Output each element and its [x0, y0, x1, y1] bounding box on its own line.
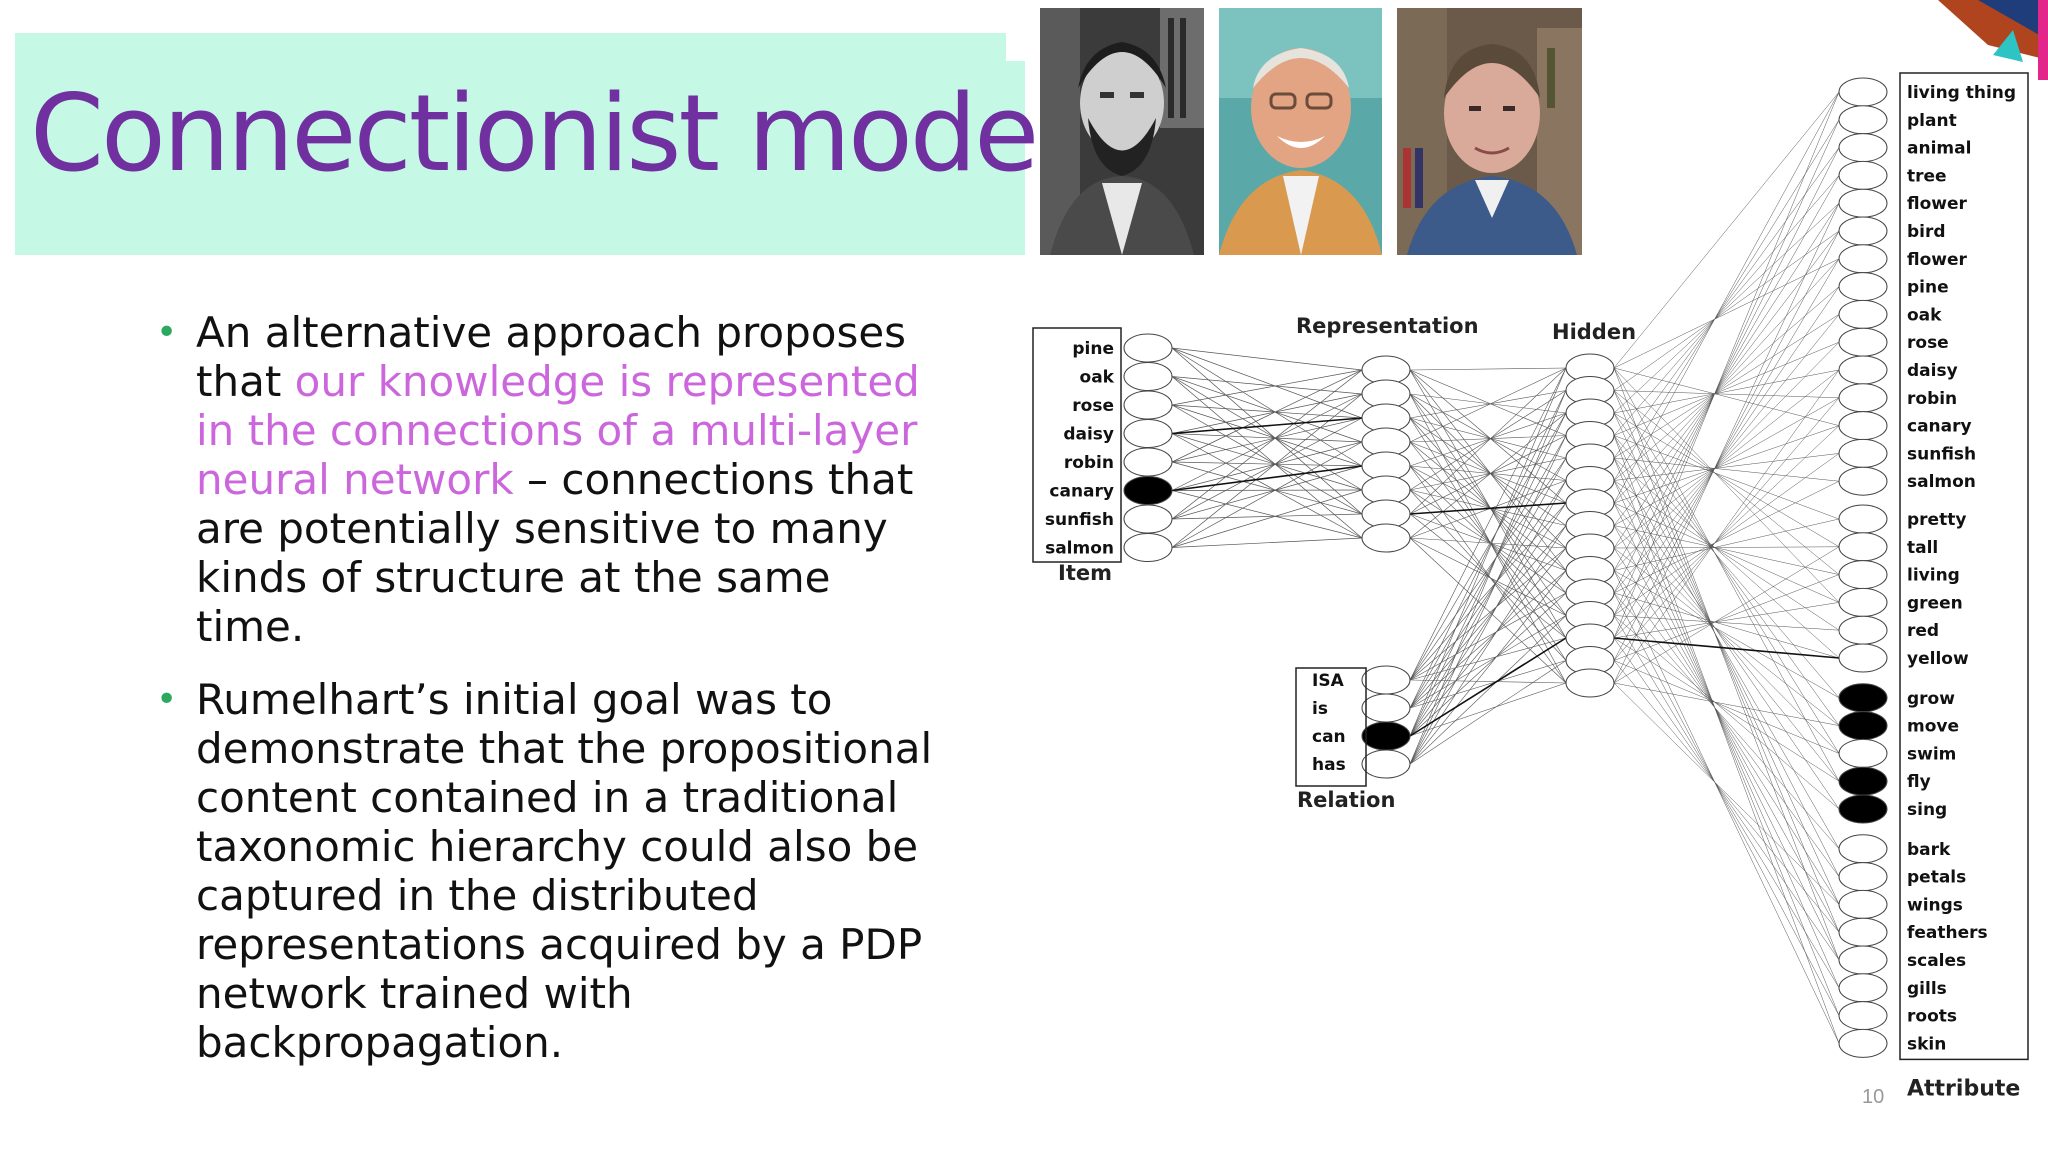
bullet-text: Rumelhart’s initial goal was to demonstr… — [196, 675, 933, 1067]
attribute-unit-label: robin — [1907, 389, 1957, 409]
item-unit-label: oak — [1080, 368, 1115, 388]
attribute-layer-title: Attribute — [1907, 1076, 2020, 1101]
attribute-unit-label: oak — [1907, 305, 1942, 325]
network-labels: pine oak rose daisy robin canary sunfish salmon… — [1032, 72, 2029, 1101]
attribute-unit-label: sing — [1907, 800, 1947, 820]
attribute-unit-label: red — [1907, 621, 1939, 641]
bullet-dot: • — [156, 312, 178, 353]
attribute-unit-label: flower — [1907, 250, 1968, 270]
attribute-unit-label: rose — [1907, 333, 1949, 353]
item-unit-label: robin — [1064, 453, 1114, 473]
item-unit-label: canary — [1049, 482, 1114, 502]
hidden-layer-title: Hidden — [1552, 320, 1636, 344]
attribute-unit-label: roots — [1907, 1007, 1957, 1027]
relation-unit-label: can — [1312, 727, 1346, 747]
attribute-unit-label: living thing — [1907, 83, 2016, 103]
network-diagram: pine oak rose daisy robin canary sunfish salmon… — [1032, 72, 2029, 1101]
attribute-unit-label: swim — [1907, 744, 1956, 764]
item-unit-label: rose — [1072, 396, 1114, 416]
attribute-unit-label: scales — [1907, 951, 1966, 971]
relation-unit-label: ISA — [1312, 671, 1345, 691]
relation-layer-title: Relation — [1297, 788, 1395, 812]
item-unit-label: pine — [1072, 339, 1114, 359]
attribute-unit-label: flower — [1907, 194, 1968, 214]
attribute-unit-label: skin — [1907, 1034, 1946, 1054]
bullet-list: • An alternative approach proposes that … — [150, 308, 940, 1091]
attribute-unit-label: tall — [1907, 538, 1938, 558]
attribute-unit-label: animal — [1907, 139, 1971, 159]
attribute-unit-label: daisy — [1907, 361, 1958, 381]
attribute-unit-label: living — [1907, 566, 1960, 586]
attribute-unit-label: gills — [1907, 979, 1947, 999]
attribute-unit-label: tree — [1907, 166, 1947, 186]
attribute-unit-label: salmon — [1907, 472, 1976, 492]
title-banner-notch — [1006, 33, 1028, 61]
bullet-item: • An alternative approach proposes that … — [150, 308, 940, 651]
item-unit-label: sunfish — [1045, 510, 1114, 530]
item-layer-title: Item — [1058, 561, 1112, 585]
attribute-unit-label: feathers — [1907, 923, 1988, 943]
network-units — [1123, 77, 1888, 1058]
attribute-unit-label: canary — [1907, 417, 1972, 437]
attribute-unit-label: petals — [1907, 868, 1966, 888]
attribute-unit-label: sunfish — [1907, 444, 1976, 464]
attribute-unit-label: pine — [1907, 278, 1949, 298]
attribute-unit-label: fly — [1907, 772, 1931, 792]
relation-unit-label: is — [1312, 699, 1328, 719]
item-unit-label: salmon — [1045, 539, 1114, 559]
bullet-text: – connections that are potentially sensi… — [196, 455, 914, 651]
attribute-unit-label: green — [1907, 593, 1963, 613]
attribute-unit-label: plant — [1907, 111, 1957, 131]
relation-unit-label: has — [1312, 755, 1346, 775]
corner-decoration — [1938, 0, 2048, 80]
attribute-unit-label: move — [1907, 717, 1959, 737]
highlighted-text: our knowledge is represented in the conn… — [196, 357, 920, 504]
attribute-unit-label: pretty — [1907, 510, 1966, 530]
bullet-text: An alternative approach proposes that — [196, 308, 907, 406]
bullet-item: • Rumelhart’s initial goal was to demons… — [150, 675, 940, 1067]
representation-layer-title: Representation — [1296, 314, 1479, 338]
item-unit-label: daisy — [1063, 425, 1114, 445]
attribute-unit-label: grow — [1907, 689, 1955, 709]
bullet-dot: • — [156, 679, 178, 720]
researcher-photo-2 — [1219, 8, 1382, 255]
researcher-photo-3 — [1397, 8, 1582, 255]
attribute-unit-label: yellow — [1907, 649, 1969, 669]
attribute-unit-label: wings — [1907, 895, 1963, 915]
slide-title: Connectionist model — [30, 72, 1066, 195]
researcher-photo-1 — [1040, 8, 1204, 255]
page-number: 10 — [1862, 1086, 1885, 1108]
attribute-unit-label: bird — [1907, 222, 1946, 242]
attribute-unit-label: bark — [1907, 840, 1951, 860]
connection-lines — [1171, 91, 1840, 1044]
title-banner — [15, 33, 1025, 255]
